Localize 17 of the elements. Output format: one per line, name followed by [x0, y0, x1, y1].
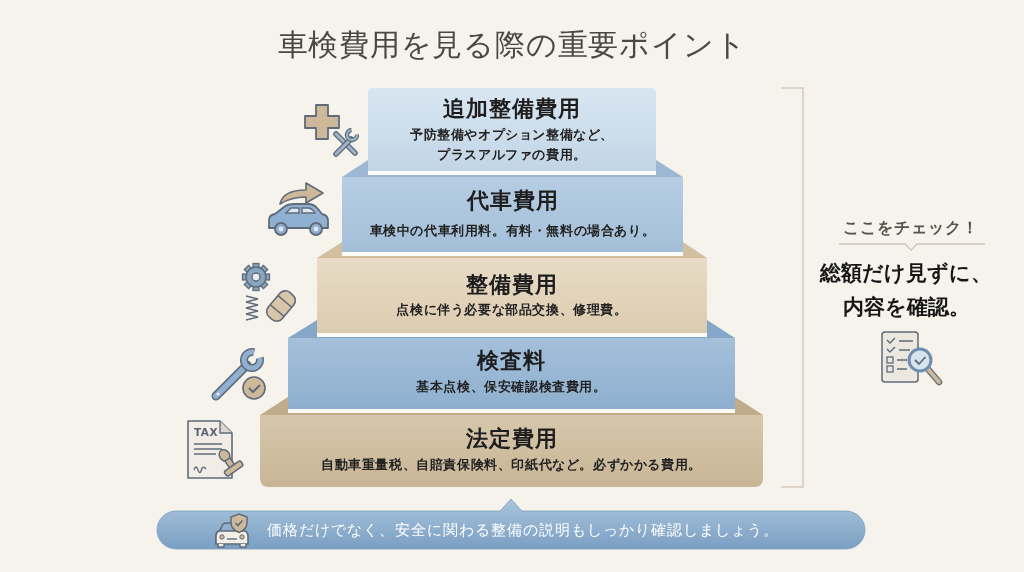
step-description: 自動車重量税、自賠責保険料、印紙代など。必ずかかる費用。: [321, 456, 702, 474]
callout-text: 総額だけ見ずに、内容を確認。: [819, 260, 993, 321]
callout-banner: [155, 498, 867, 552]
step-description: 点検に伴う必要な部品交換、修理費。: [396, 301, 628, 319]
step-title: 整備費用: [466, 271, 558, 299]
check-heading: ここをチェック！: [843, 219, 979, 239]
pyramid-step: [368, 88, 656, 175]
step-description: 基本点検、保安確認検査費用。: [416, 378, 607, 396]
step-description: 予防整備やオプション整備など、プラスアルファの費用。: [409, 126, 615, 164]
step-description: 車検中の代車利用料。有料・無料の場合あり。: [369, 222, 656, 240]
banner-text: 価格だけでなく、安全に関わる整備の説明もしっかり確認しましょう。: [266, 520, 779, 540]
title: 車検費用を見る際の重要ポイント: [277, 26, 747, 64]
step-title: 代車費用: [466, 187, 559, 215]
step-title: 法定費用: [465, 425, 558, 453]
step-title: 検査料: [477, 347, 546, 375]
document-label: TAX: [193, 426, 219, 440]
step-title: 追加整備費用: [443, 95, 581, 123]
